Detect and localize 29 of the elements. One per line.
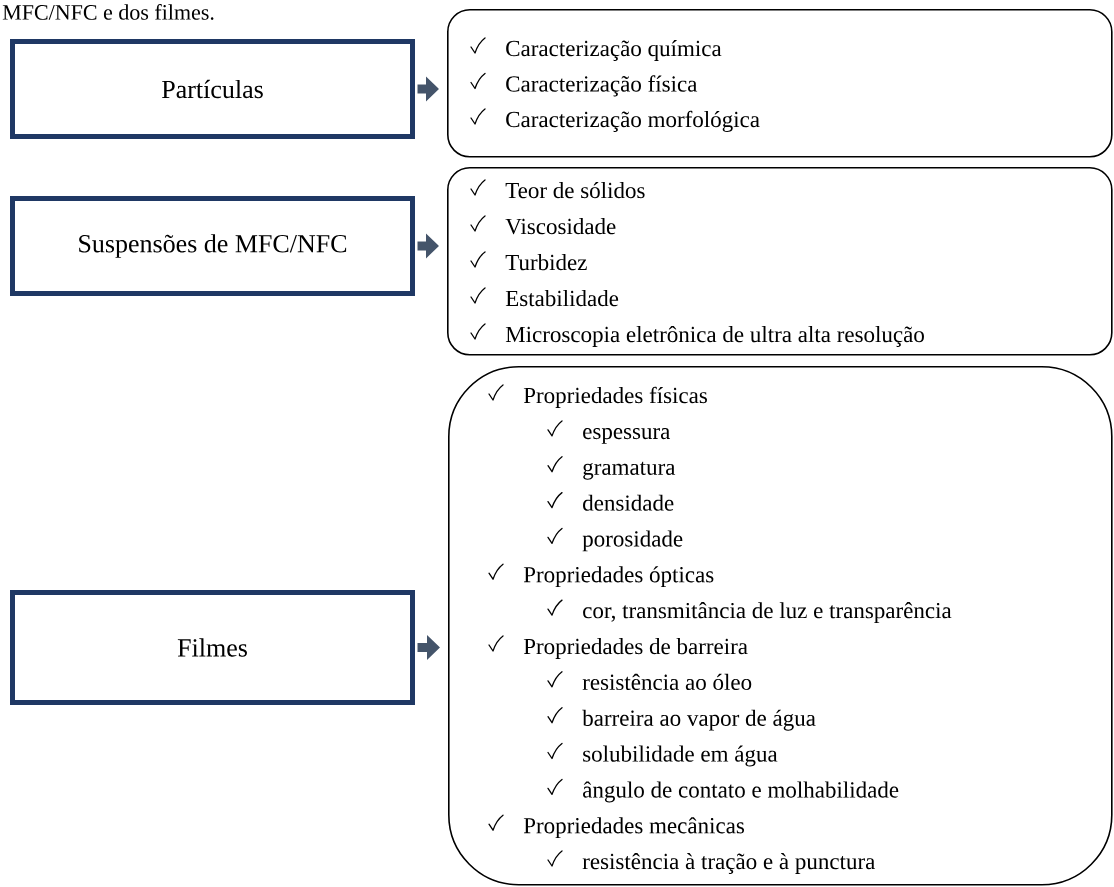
list-item: resistência à tração e à punctura (582, 853, 875, 874)
list-item: Caracterização morfológica (506, 110, 760, 132)
list-item: Caracterização química (506, 40, 722, 61)
list-item: Propriedades físicas (523, 386, 707, 408)
list-item: Propriedades de barreira (523, 638, 748, 659)
list-item: Teor de sólidos (505, 182, 645, 199)
list-item: porosidade (582, 530, 683, 552)
list-item: Propriedades ópticas (523, 566, 714, 588)
list-item: cor, transmitância de luz e transparência (583, 602, 952, 623)
list-item: ângulo de contato e molhabilidade (583, 781, 899, 803)
list-item: barreira ao vapor de água (582, 709, 816, 731)
list-item: solubilidade em água (583, 745, 778, 767)
list-item: espessura (583, 428, 671, 444)
intro-text: MFC/NFC e dos filmes. (2, 4, 214, 20)
list-item: gramatura (583, 461, 676, 480)
list-box (448, 366, 1113, 886)
category-box: Filmes (10, 590, 415, 705)
list-item: Microscopia eletrônica de ultra alta resolução (505, 326, 924, 347)
list-item: Viscosidade (505, 218, 616, 235)
list-item: resistência ao óleo (582, 673, 752, 691)
list-item: Estabilidade (505, 290, 619, 307)
list-item: densidade (583, 494, 674, 511)
list-item: Caracterização física (506, 75, 698, 97)
category-box: Suspensões de MFC/NFC (10, 196, 415, 296)
list-box (447, 167, 1113, 356)
category-box: Partículas (10, 39, 415, 139)
list-box (447, 9, 1113, 158)
list-item: Turbidez (505, 254, 587, 271)
list-item: Propriedades mecânicas (523, 817, 744, 839)
